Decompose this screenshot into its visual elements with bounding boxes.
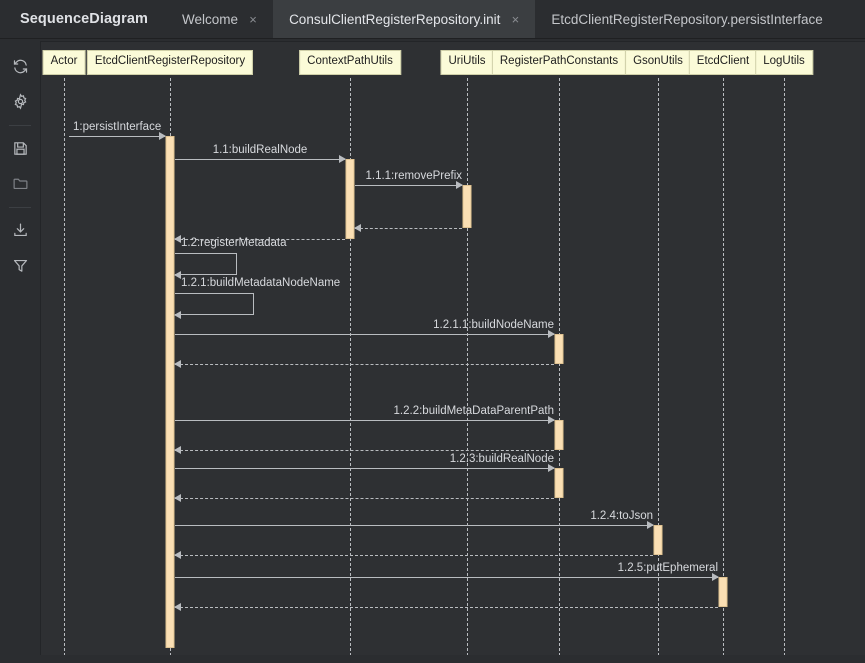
participant-uriutils[interactable]: UriUtils	[440, 50, 494, 75]
participant-gson[interactable]: GsonUtils	[625, 50, 691, 75]
message-label: 1.2.4:toJson	[590, 510, 653, 522]
arrow-head-icon	[159, 132, 166, 140]
arrow-head-icon	[174, 271, 181, 279]
message-label: 1.1:buildRealNode	[212, 144, 308, 156]
tab-close-icon[interactable]: ×	[249, 11, 257, 27]
arrow-head-icon	[174, 235, 181, 243]
message-line	[175, 239, 345, 240]
tab-0[interactable]: Welcome ×	[166, 0, 273, 38]
tab-strip: Welcome×ConsulClientRegisterRepository.i…	[166, 0, 837, 38]
message-line	[175, 468, 554, 469]
tab-label: Welcome	[182, 11, 239, 27]
save-icon[interactable]	[5, 133, 35, 163]
left-toolbar	[0, 39, 40, 663]
lifeline-logutils	[784, 78, 785, 655]
gear-icon[interactable]	[5, 86, 35, 116]
toolbar-divider-1	[9, 125, 31, 126]
message-label: 1.2.3:buildRealNode	[449, 453, 554, 465]
participant-regpath[interactable]: RegisterPathConstants	[491, 50, 627, 75]
arrow-head-icon	[174, 551, 181, 559]
message-line	[69, 136, 165, 137]
message-label: 1.2.2:buildMetaDataParentPath	[393, 405, 554, 417]
participant-actor[interactable]: Actor	[42, 50, 86, 75]
tab-label: EtcdClientRegisterRepository.persistInte…	[551, 11, 823, 27]
activation-gson	[653, 525, 663, 555]
lifeline-actor	[64, 78, 65, 655]
folder-icon[interactable]	[5, 168, 35, 198]
self-message-path	[175, 253, 237, 275]
message-line	[175, 498, 554, 499]
lifeline-regpath	[559, 78, 560, 655]
participant-ctxpath[interactable]: ContextPathUtils	[299, 50, 401, 75]
activation-regpath	[554, 420, 564, 450]
message-line	[175, 577, 718, 578]
arrow-head-icon	[548, 464, 555, 472]
arrow-head-icon	[174, 494, 181, 502]
toolbar-divider-2	[9, 207, 31, 208]
arrow-head-icon	[548, 416, 555, 424]
message-line	[175, 364, 554, 365]
self-message-s1_2_1[interactable]: 1.2.1:buildMetadataNodeName	[174, 277, 340, 319]
filter-icon[interactable]	[5, 250, 35, 280]
message-line	[175, 159, 345, 160]
message-line	[355, 185, 462, 186]
arrow-head-icon	[456, 181, 463, 189]
tab-2[interactable]: EtcdClientRegisterRepository.persistInte…	[535, 0, 836, 38]
message-line	[355, 228, 462, 229]
message-line	[175, 607, 718, 608]
lifeline-etcdcli	[723, 78, 724, 655]
lifeline-uriutils	[467, 78, 468, 655]
activation-regpath	[554, 468, 564, 498]
activation-etcdcli	[718, 577, 728, 607]
tab-label: ConsulClientRegisterRepository.init	[289, 11, 501, 27]
self-message-path	[175, 293, 254, 315]
message-label: 1.2.1.1:buildNodeName	[433, 319, 554, 331]
lifeline-ctxpath	[350, 78, 351, 655]
arrow-head-icon	[548, 330, 555, 338]
self-message-label: 1.2:registerMetadata	[181, 237, 287, 249]
arrow-head-icon	[174, 311, 181, 319]
message-line	[175, 525, 653, 526]
tab-1[interactable]: ConsulClientRegisterRepository.init ×	[273, 0, 536, 38]
activation-regpath	[554, 334, 564, 364]
export-icon[interactable]	[5, 215, 35, 245]
activation-ctxpath	[345, 159, 355, 239]
arrow-head-icon	[174, 446, 181, 454]
arrow-head-icon	[174, 360, 181, 368]
activation-uriutils	[462, 185, 472, 228]
message-label: 1.1.1:removePrefix	[365, 170, 462, 182]
message-label: 1:persistInterface	[73, 121, 162, 133]
participant-logutils[interactable]: LogUtils	[755, 50, 813, 75]
app-brand: SequenceDiagram	[20, 11, 149, 27]
self-message-s1_2[interactable]: 1.2:registerMetadata	[174, 237, 286, 279]
tab-close-icon[interactable]: ×	[511, 11, 520, 27]
arrow-head-icon	[174, 603, 181, 611]
arrow-head-icon	[712, 573, 719, 581]
participant-etcdcli[interactable]: EtcdClient	[688, 50, 758, 75]
refresh-icon[interactable]	[5, 51, 35, 81]
message-label: 1.2.5:putEphemeral	[617, 562, 718, 574]
self-message-label: 1.2.1:buildMetadataNodeName	[181, 277, 341, 289]
arrow-head-icon	[339, 155, 346, 163]
lifeline-gson	[658, 78, 659, 655]
message-line	[175, 555, 653, 556]
arrow-head-icon	[647, 521, 654, 529]
tab-bar: SequenceDiagram Welcome×ConsulClientRegi…	[0, 0, 865, 39]
message-line	[175, 334, 554, 335]
message-line	[175, 420, 554, 421]
activation-etcdrepo	[165, 136, 175, 648]
arrow-head-icon	[354, 224, 361, 232]
participant-etcdrepo[interactable]: EtcdClientRegisterRepository	[86, 50, 254, 75]
message-line	[175, 450, 554, 451]
